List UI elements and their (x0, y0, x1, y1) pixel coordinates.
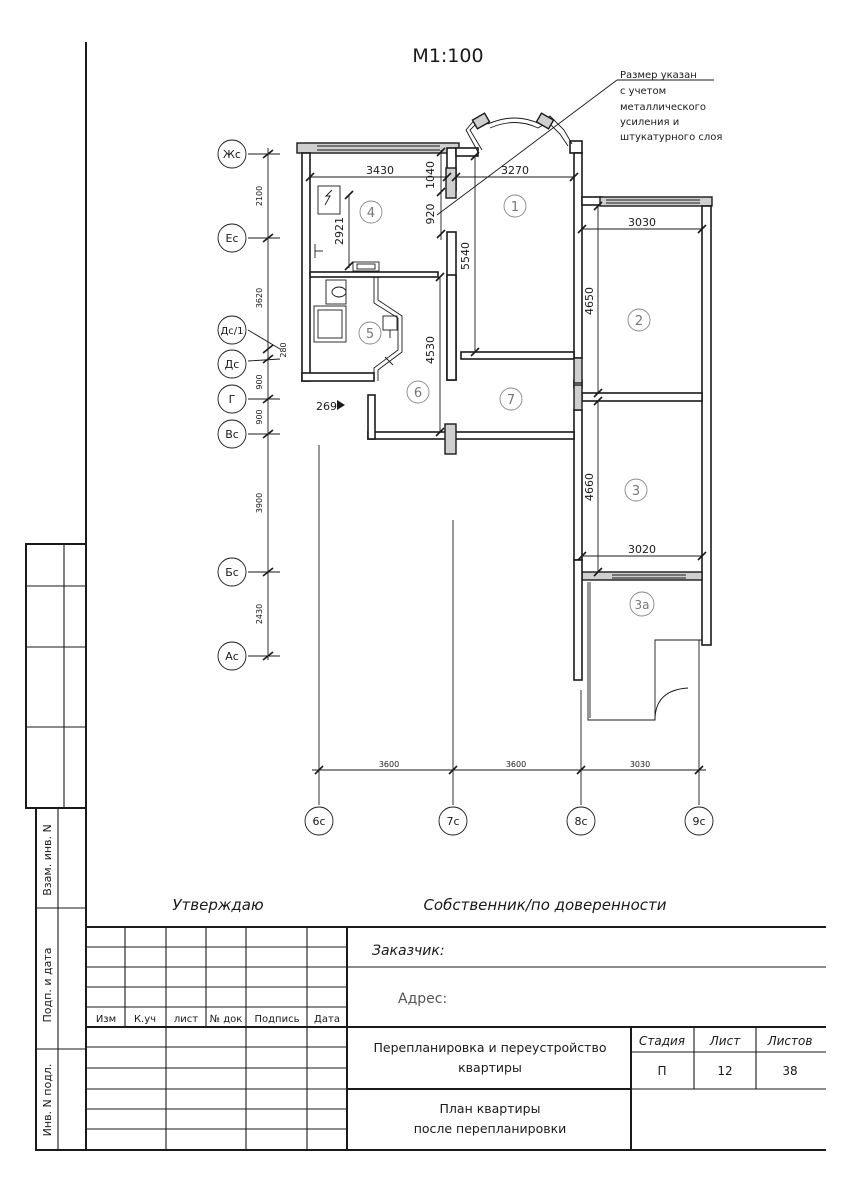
side-vzam: Взам. инв. N (41, 824, 54, 895)
row-axes: Жс Ес Дс/1 Дс Г Вс Бс Ас 2100 3620 280 9… (217, 139, 288, 671)
sheets-header: Листов (767, 1034, 813, 1048)
row-dim-4: 900 (255, 374, 264, 389)
project-line-1: Перепланировка и переустройство (374, 1040, 607, 1055)
axis-row-zh: Жс (223, 148, 241, 161)
project-line-2: квартиры (458, 1060, 522, 1075)
dim-3020: 3020 (628, 543, 656, 556)
column-axes: 3600 3600 3030 6с 7с 8с 9с (304, 445, 714, 836)
room-dimensions: 3430 3270 1040 920 2921 5540 3030 (305, 147, 707, 577)
note-line-3: металлического (620, 102, 706, 113)
axis-col-7: 7с (446, 815, 459, 828)
side-inv: Инв. N подл. (41, 1064, 54, 1137)
level-269: 269 (316, 400, 337, 413)
address-label: Адрес: (398, 991, 447, 1007)
axis-row-g: Г (229, 393, 236, 406)
room-6: 6 (414, 386, 422, 401)
room-labels: 1 2 3 4 5 6 7 3а (358, 194, 655, 617)
dim-3030: 3030 (628, 216, 656, 229)
title-block: Утверждаю Собственник/по доверенности Из… (86, 896, 826, 1150)
axis-row-b: Бс (225, 566, 239, 579)
walls (296, 112, 713, 721)
dim-2921: 2921 (333, 217, 346, 245)
sheet-header: Лист (709, 1034, 741, 1048)
stage-value: П (657, 1064, 666, 1078)
sheet-value: 12 (717, 1064, 732, 1078)
col-list: лист (174, 1014, 198, 1025)
col-podpis: Подпись (255, 1014, 300, 1025)
dim-5540: 5540 (459, 242, 472, 270)
fixtures (313, 185, 398, 366)
owner-label: Собственник/по доверенности (423, 896, 666, 914)
drawing-title-1: План квартиры (440, 1101, 541, 1116)
axis-row-v: Вс (225, 428, 239, 441)
room-3: 3 (632, 484, 640, 499)
room-1: 1 (511, 200, 519, 215)
axis-col-8: 8с (574, 815, 587, 828)
dim-3270: 3270 (501, 164, 529, 177)
col-dim-1: 3600 (379, 760, 399, 769)
col-data: Дата (314, 1014, 340, 1025)
axis-row-d1: Дс/1 (220, 326, 243, 337)
dim-4660: 4660 (583, 473, 596, 501)
dim-4650: 4650 (583, 287, 596, 315)
row-dim-6: 3900 (255, 493, 264, 513)
axis-row-d: Дс (225, 358, 240, 371)
row-dim-7: 2430 (255, 604, 264, 624)
sheet-frame: Взам. инв. N Подп. и дата Инв. N подл. (25, 42, 826, 1151)
dimension-note: Размер указан с учетом металлического ус… (436, 70, 722, 216)
col-dim-3: 3030 (630, 760, 650, 769)
row-dim-5: 900 (255, 409, 264, 424)
stage-header: Стадия (639, 1034, 685, 1048)
drawing-title-2: после перепланировки (414, 1121, 567, 1136)
col-kuch: К.уч (134, 1014, 156, 1025)
dim-4530: 4530 (424, 336, 437, 364)
dim-1040: 1040 (424, 161, 437, 189)
row-dim-2: 3620 (255, 288, 264, 308)
col-dim-2: 3600 (506, 760, 526, 769)
note-line-1: Размер указан (620, 70, 697, 81)
room-2: 2 (635, 314, 643, 329)
row-dim-1: 2100 (255, 186, 264, 206)
room-5: 5 (366, 327, 374, 342)
room-4: 4 (367, 206, 375, 221)
axis-col-6: 6с (312, 815, 325, 828)
dim-3430: 3430 (366, 164, 394, 177)
col-ndok: № док (210, 1014, 243, 1025)
axis-row-a: Ас (225, 650, 239, 663)
level-arrow-icon (337, 400, 345, 410)
axis-row-e: Ес (226, 232, 239, 245)
row-dim-3: 280 (279, 342, 288, 357)
note-line-4: усиления и (620, 117, 679, 128)
side-podp: Подп. и дата (41, 948, 54, 1023)
dim-920: 920 (424, 204, 437, 225)
note-line-5: штукатурного слоя (620, 132, 722, 143)
room-7: 7 (507, 393, 515, 408)
scale-label: М1:100 (412, 45, 483, 67)
sheets-value: 38 (782, 1064, 797, 1078)
axis-col-9: 9с (692, 815, 705, 828)
note-line-2: с учетом (620, 86, 666, 97)
room-3a: 3а (635, 598, 650, 612)
approve-label: Утверждаю (172, 896, 263, 914)
customer-label: Заказчик: (372, 943, 445, 959)
col-izm: Изм (96, 1014, 116, 1025)
